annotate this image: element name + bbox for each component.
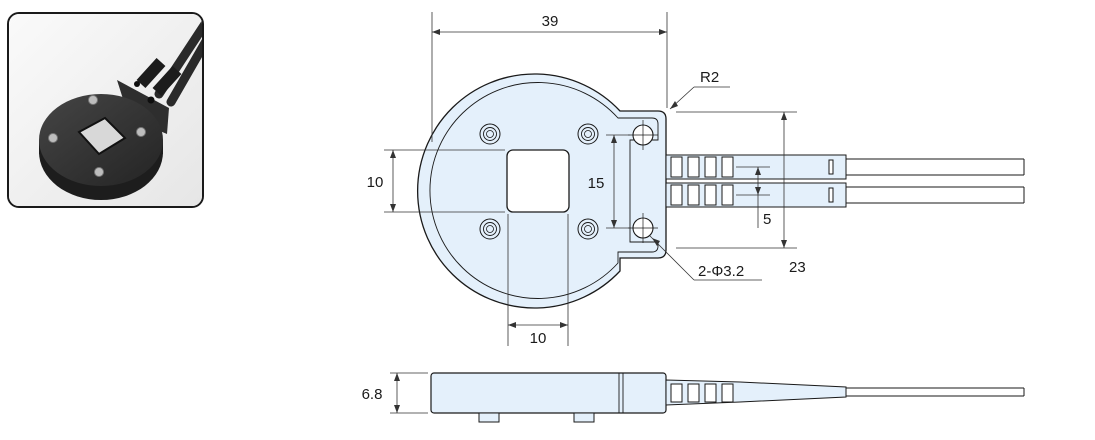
dim-hole-spacing: 15: [588, 175, 605, 192]
screw-bottom-left: [479, 218, 501, 240]
cable-upper: [665, 154, 1025, 180]
screw-top-left: [479, 123, 501, 145]
side-view-body: [430, 372, 667, 414]
dim-corner-radius: R2: [700, 69, 719, 86]
dim-overall-width: 39: [542, 13, 559, 30]
dim-tab-height: 23: [789, 259, 806, 276]
side-view-foot-right: [573, 412, 595, 423]
sensor-photo-icon: [9, 14, 202, 206]
dim-mounting-holes: 2-Φ3.2: [698, 263, 744, 280]
side-view-foot-left: [478, 412, 500, 423]
mounting-hole-bottom: [628, 213, 658, 243]
dim-window-height: 10: [367, 174, 384, 191]
dim-cable-spacing: 5: [763, 211, 771, 228]
cable-lower: [665, 182, 1025, 208]
product-photo: [7, 12, 204, 208]
dim-thickness: 6.8: [362, 386, 383, 403]
dim-window-width: 10: [530, 330, 547, 347]
screw-top-right: [577, 123, 599, 145]
square-window: [506, 149, 570, 213]
screw-bottom-right: [577, 218, 599, 240]
mounting-hole-top: [628, 120, 658, 150]
side-view: 6.8: [362, 372, 1025, 423]
